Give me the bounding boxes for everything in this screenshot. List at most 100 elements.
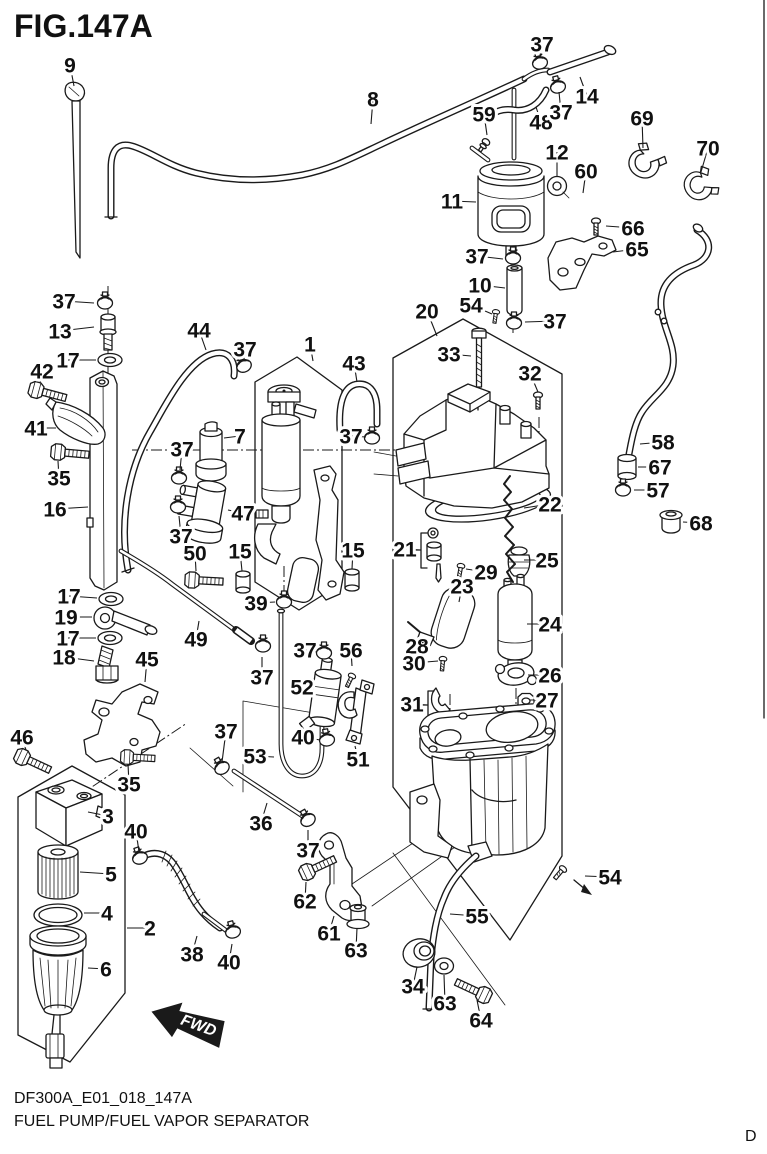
leader-line-54 bbox=[584, 875, 611, 878]
tube-36 bbox=[231, 768, 313, 824]
vst-upper-body bbox=[395, 383, 550, 509]
part-label-6: 6 bbox=[100, 959, 112, 982]
part-label-37: 37 bbox=[549, 102, 572, 125]
hose-58 bbox=[623, 223, 713, 474]
leader-line-44 bbox=[198, 329, 207, 351]
part-label-37: 37 bbox=[169, 526, 192, 549]
part-label-37: 37 bbox=[233, 339, 256, 362]
leader-line-50 bbox=[194, 552, 197, 572]
leader-line-37 bbox=[558, 91, 562, 113]
part-label-58: 58 bbox=[651, 432, 675, 455]
fwd-arrow: FWD bbox=[151, 1002, 225, 1048]
leader-line-21 bbox=[404, 548, 421, 551]
wire-clamp-69 bbox=[626, 140, 670, 183]
filter-element-5 bbox=[37, 844, 79, 900]
leader-line-59 bbox=[483, 113, 488, 136]
drawing-code: DF300A_E01_018_147A bbox=[14, 1090, 192, 1107]
part-label-3: 3 bbox=[102, 806, 114, 829]
leader-line-32 bbox=[529, 372, 539, 393]
leader-line-60 bbox=[582, 170, 587, 194]
part-label-51: 51 bbox=[346, 749, 370, 772]
leader-line-49 bbox=[195, 620, 200, 640]
leader-line-48 bbox=[535, 106, 542, 123]
figure-caption: FUEL PUMP/FUEL VAPOR SEPARATOR bbox=[14, 1113, 309, 1130]
clamp-37-filter52-top bbox=[315, 641, 333, 660]
push-pin-59 bbox=[477, 137, 491, 153]
leader-line-52 bbox=[301, 686, 311, 693]
part-label-13: 13 bbox=[48, 321, 71, 344]
part-label-49: 49 bbox=[184, 629, 207, 652]
hose-44 bbox=[121, 349, 238, 574]
clamp-57 bbox=[614, 478, 632, 497]
bolt-35-upper bbox=[49, 442, 91, 464]
bracket-45 bbox=[83, 683, 161, 767]
part-label-31: 31 bbox=[400, 694, 424, 717]
bracket-51 bbox=[337, 679, 375, 745]
part-label-65: 65 bbox=[625, 239, 649, 262]
grommet-68 bbox=[659, 509, 683, 534]
part-label-19: 19 bbox=[54, 607, 77, 630]
leader-line-63 bbox=[355, 927, 358, 951]
screw-56 bbox=[342, 671, 358, 689]
part-label-37: 37 bbox=[339, 426, 362, 449]
page-letter: D bbox=[745, 1128, 757, 1145]
leader-line-37 bbox=[350, 435, 367, 438]
leader-line-5 bbox=[79, 871, 112, 875]
grommet-63-upper bbox=[346, 903, 370, 930]
part-label-18: 18 bbox=[52, 647, 76, 670]
leader-line-61 bbox=[328, 915, 335, 934]
filter-cup-6 bbox=[29, 925, 87, 1069]
part-label-54: 54 bbox=[598, 867, 622, 890]
figure-title: FIG.147A bbox=[14, 8, 153, 44]
leader-line-37 bbox=[179, 448, 183, 471]
clamp-37-upper-nipple bbox=[170, 466, 188, 485]
part-label-7: 7 bbox=[234, 426, 246, 449]
leader-line-7 bbox=[223, 435, 241, 439]
fuel-hose-14-junction bbox=[483, 44, 617, 161]
tube-49 bbox=[118, 548, 255, 645]
part-label-37: 37 bbox=[543, 311, 566, 334]
leader-line-11 bbox=[451, 200, 477, 203]
leader-line-28 bbox=[416, 637, 425, 647]
screw-54-top bbox=[490, 308, 501, 325]
part-label-2: 2 bbox=[144, 918, 156, 941]
bolt-32 bbox=[532, 391, 544, 410]
leader-line-65 bbox=[612, 248, 638, 253]
washer-63-lower bbox=[433, 957, 455, 975]
part-label-28: 28 bbox=[405, 636, 429, 659]
leader-line-68 bbox=[682, 521, 702, 524]
part-label-37: 37 bbox=[52, 291, 75, 314]
leader-line-43 bbox=[353, 362, 358, 383]
part-label-57: 57 bbox=[646, 480, 669, 503]
o-ring-4 bbox=[33, 903, 83, 927]
part-label-36: 36 bbox=[249, 813, 272, 836]
leader-line-42 bbox=[39, 370, 43, 384]
part-label-14: 14 bbox=[575, 86, 599, 109]
clamp-37-left-top bbox=[96, 291, 114, 310]
leader-line-45 bbox=[144, 658, 148, 683]
clamp-37-hose43 bbox=[363, 426, 381, 445]
leader-line-17 bbox=[68, 595, 98, 599]
leader-line-36 bbox=[260, 802, 268, 824]
clamp-37-tube36-right bbox=[295, 806, 319, 830]
leader-line-1 bbox=[309, 343, 314, 362]
part-label-35: 35 bbox=[117, 774, 141, 797]
leader-line-53 bbox=[254, 755, 275, 758]
leader-line-34 bbox=[412, 966, 418, 987]
bolt-18 bbox=[95, 645, 119, 684]
hose-43 bbox=[336, 380, 381, 434]
part-label-60: 60 bbox=[574, 161, 597, 184]
part-label-43: 43 bbox=[342, 353, 365, 376]
part-label-52: 52 bbox=[290, 677, 313, 700]
leader-lines bbox=[21, 43, 709, 1021]
leader-line-69 bbox=[641, 117, 644, 149]
part-label-41: 41 bbox=[24, 418, 48, 441]
leader-line-9 bbox=[69, 64, 75, 87]
valve-set-21 bbox=[413, 527, 442, 583]
bolt-46 bbox=[11, 746, 55, 779]
bracket-41 bbox=[45, 397, 106, 445]
grommet-12 bbox=[546, 175, 570, 199]
part-label-67: 67 bbox=[648, 457, 671, 480]
part-label-34: 34 bbox=[401, 976, 425, 999]
